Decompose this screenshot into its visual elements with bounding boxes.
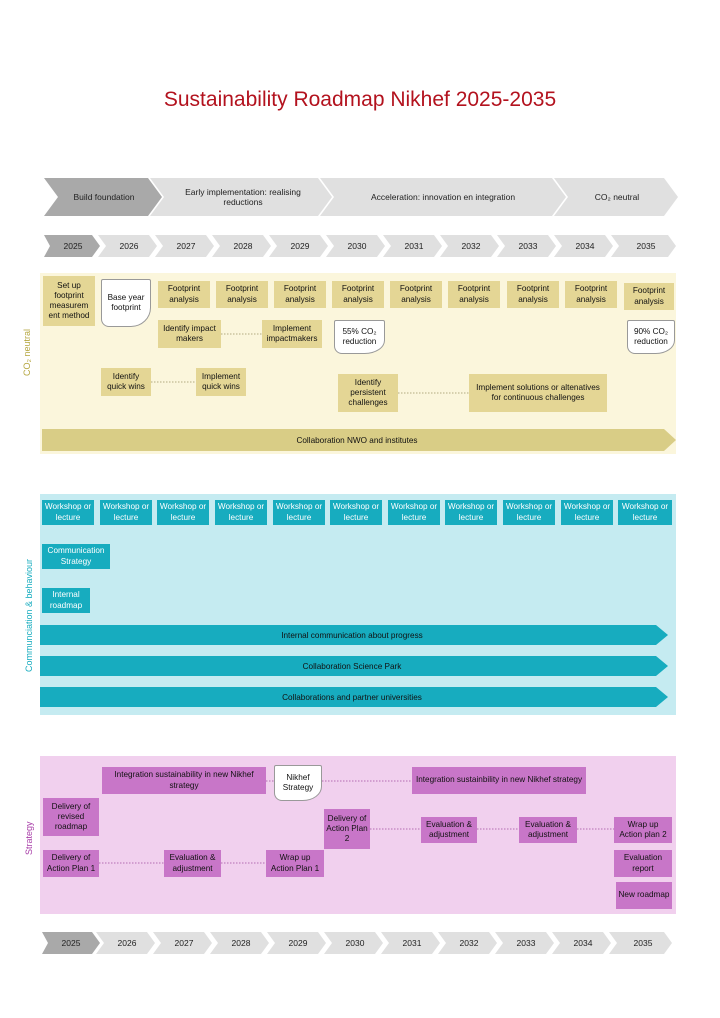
phase-build-foundation: Build foundation xyxy=(73,191,135,202)
footprint-2034: Footprint analysis xyxy=(565,281,617,308)
year-bottom-2026: 2026 xyxy=(117,938,137,948)
communication-panel xyxy=(40,494,676,715)
footprint-2032: Footprint analysis xyxy=(448,281,500,308)
year-top-2033: 2033 xyxy=(518,241,538,251)
workshop-2027: Workshop or lecture xyxy=(157,500,209,525)
footprint-2031: Footprint analysis xyxy=(390,281,442,308)
phase-co2-neutral: CO₂ neutral xyxy=(594,191,640,202)
year-arrows-top xyxy=(44,235,676,257)
workshop-2025: Workshop or lecture xyxy=(42,500,94,525)
collaborations-partner-universities-bar: Collaborations and partner universities xyxy=(282,692,422,702)
nikhef-strategy-box: Nikhef Strategy xyxy=(274,765,322,801)
new-roadmap-box: New roadmap xyxy=(616,882,672,909)
year-top-2032: 2032 xyxy=(461,241,481,251)
reduction-55-box: 55% CO₂ reduction xyxy=(334,320,385,354)
integration-sustainability-box-1: Integration sustainability in new Nikhef… xyxy=(102,767,266,794)
year-top-2025: 2025 xyxy=(63,241,83,251)
footprint-2028: Footprint analysis xyxy=(216,281,268,308)
implement-solutions-box: Implement solutions or altenatives for c… xyxy=(469,374,607,412)
internal-roadmap-box: Internal roadmap xyxy=(42,588,90,613)
communication-strategy-box: Communication Strategy xyxy=(42,544,110,569)
year-bottom-2035: 2035 xyxy=(633,938,653,948)
year-top-2034: 2034 xyxy=(575,241,595,251)
evaluation-adjustment-box-3: Evaluation & adjustment xyxy=(519,817,577,843)
footprint-2033: Footprint analysis xyxy=(507,281,559,308)
workshop-2029: Workshop or lecture xyxy=(273,500,325,525)
implement-impactmakers-box: Implement impactmakers xyxy=(262,320,322,348)
workshop-2033: Workshop or lecture xyxy=(503,500,555,525)
evaluation-report-box: Evaluation report xyxy=(614,850,672,877)
wrap-up-action-plan-2-box: Wrap up Action plan 2 xyxy=(614,817,672,843)
year-bottom-2029: 2029 xyxy=(288,938,308,948)
workshop-2030: Workshop or lecture xyxy=(330,500,382,525)
year-bottom-2028: 2028 xyxy=(231,938,251,948)
year-top-2029: 2029 xyxy=(290,241,310,251)
evaluation-adjustment-box-1: Evaluation & adjustment xyxy=(164,850,221,877)
workshop-2026: Workshop or lecture xyxy=(100,500,152,525)
year-bottom-2034: 2034 xyxy=(573,938,593,948)
page-title: Sustainability Roadmap Nikhef 2025-2035 xyxy=(163,88,557,111)
workshop-2028: Workshop or lecture xyxy=(215,500,267,525)
delivery-action-plan-1-box: Delivery of Action Plan 1 xyxy=(43,850,99,877)
integration-sustainability-box-2: Integration sustainbility in new Nikhef … xyxy=(412,767,586,794)
year-top-2028: 2028 xyxy=(233,241,253,251)
delivery-action-plan-2-box: Delivery of Action Plan 2 xyxy=(324,809,370,849)
year-bottom-2025: 2025 xyxy=(61,938,81,948)
collaboration-science-park-bar: Collaboration Science Park xyxy=(302,661,402,671)
workshop-2032: Workshop or lecture xyxy=(445,500,497,525)
implement-quick-wins-box: Implement quick wins xyxy=(196,368,246,396)
collaboration-nwo-bar: Collaboration NWO and institutes xyxy=(296,435,418,445)
phase-chevrons xyxy=(44,178,678,216)
year-bottom-2030: 2030 xyxy=(345,938,365,948)
footprint-2030: Footprint analysis xyxy=(332,281,384,308)
year-top-2035: 2035 xyxy=(636,241,656,251)
identify-quick-wins-box: Identify quick wins xyxy=(101,368,151,396)
year-bottom-2032: 2032 xyxy=(459,938,479,948)
phase-early-implementation: Early implementation: realising reductio… xyxy=(185,186,301,207)
evaluation-adjustment-box-2: Evaluation & adjustment xyxy=(421,817,477,843)
wrap-up-action-plan-1-box: Wrap up Action Plan 1 xyxy=(266,850,324,877)
year-top-2027: 2027 xyxy=(176,241,196,251)
workshop-2035: Workshop or lecture xyxy=(618,500,672,525)
year-bottom-2027: 2027 xyxy=(174,938,194,948)
identify-impact-makers-box: Identify impact makers xyxy=(158,320,221,348)
workshop-2031: Workshop or lecture xyxy=(388,500,440,525)
delivery-revised-roadmap-box: Delivery of revised roadmap xyxy=(43,798,99,836)
setup-footprint-box: Set up footprint measurem ent method xyxy=(43,276,95,326)
phase-acceleration: Acceleration: innovation en integration xyxy=(370,191,516,202)
year-bottom-2033: 2033 xyxy=(516,938,536,948)
footprint-2029: Footprint analysis xyxy=(274,281,326,308)
year-top-2026: 2026 xyxy=(119,241,139,251)
internal-communication-bar: Internal communication about progress xyxy=(281,630,423,640)
year-bottom-2031: 2031 xyxy=(402,938,422,948)
footprint-2027: Footprint analysis xyxy=(158,281,210,308)
year-top-2030: 2030 xyxy=(347,241,367,251)
reduction-90-box: 90% CO₂ reduction xyxy=(627,320,675,354)
year-top-2031: 2031 xyxy=(404,241,424,251)
identify-persistent-challenges-box: Identify persistent challenges xyxy=(338,374,398,412)
footprint-2035: Footprint analysis xyxy=(624,283,674,310)
base-year-footprint-box: Base year footprint xyxy=(101,279,151,327)
workshop-2034: Workshop or lecture xyxy=(561,500,613,525)
